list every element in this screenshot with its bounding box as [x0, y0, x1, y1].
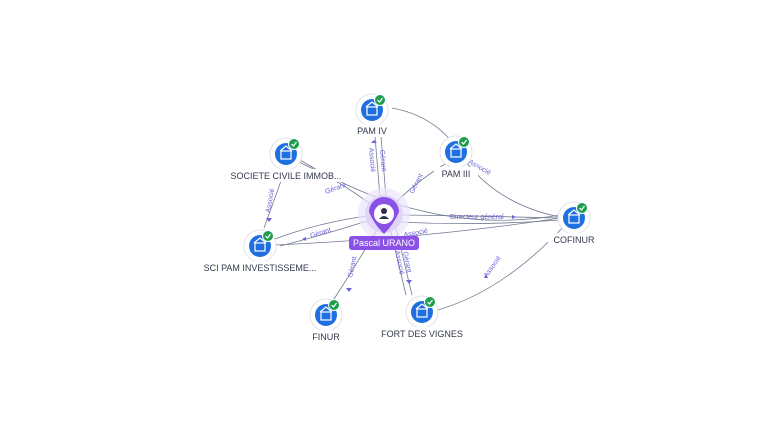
- edge-label-fort-associe: Associé: [393, 250, 405, 276]
- company-node-finur[interactable]: FINUR: [308, 298, 344, 343]
- company-node-fort[interactable]: FORT DES VIGNES: [378, 295, 466, 340]
- verified-check-icon: [374, 94, 386, 106]
- edge-label-pam4-associe: Associé: [367, 148, 376, 173]
- edge-label-sci-immob-associe: Associé: [265, 188, 276, 213]
- building-icon: [319, 306, 333, 321]
- edge-label-pam3-gerant: Gérant: [409, 173, 425, 195]
- company-label: FINUR: [312, 332, 340, 342]
- person-label: Pascal URANO: [353, 238, 415, 248]
- company-label: COFINUR: [554, 235, 595, 245]
- company-node-pam4[interactable]: PAM IV: [352, 93, 392, 137]
- company-node-cofinur[interactable]: COFINUR: [548, 201, 600, 246]
- company-node-sci-pam[interactable]: SCI PAM INVESTISSEME...: [198, 229, 322, 274]
- edge-label-fort-gerant: Gérant: [401, 251, 412, 273]
- arrow-fort: [406, 280, 412, 284]
- verified-check-icon: [576, 202, 588, 214]
- company-label: PAM IV: [357, 126, 387, 136]
- person-node[interactable]: Pascal URANO: [349, 188, 419, 250]
- edge-sci-pam-cofinur: [274, 217, 561, 246]
- company-label: FORT DES VIGNES: [381, 329, 463, 339]
- arrow-cofinur-1: [512, 215, 516, 219]
- building-icon: [253, 237, 267, 252]
- edge-person-sci-immob: [289, 157, 375, 208]
- arrow-sci-pam: [302, 237, 306, 241]
- building-icon: [365, 101, 379, 116]
- building-icon: [279, 145, 293, 160]
- verified-check-icon: [262, 230, 274, 242]
- company-node-pam3[interactable]: PAM III: [434, 135, 478, 180]
- edge-pam4-pam3: [391, 107, 453, 143]
- company-label: SOCIETE CIVILE IMMOB...: [230, 171, 341, 181]
- edge-label-cofinur-directeur: Directeur général: [450, 214, 504, 221]
- edge-label-sci-immob-gerant: Gérant: [324, 182, 347, 196]
- verified-check-icon: [328, 299, 340, 311]
- building-icon: [449, 143, 463, 158]
- arrow-pam4: [371, 140, 377, 143]
- verified-check-icon: [424, 296, 436, 308]
- edge-label-sci-pam-gerant: Gérant: [309, 227, 332, 240]
- building-icon: [415, 303, 429, 318]
- edges: [263, 107, 566, 313]
- company-label: PAM III: [442, 169, 471, 179]
- verified-check-icon: [458, 136, 470, 148]
- edge-person-cofinur-b: [397, 219, 561, 224]
- arrow-sci-immob: [266, 218, 272, 222]
- person-icon: [379, 208, 389, 219]
- edge-label-cofinur-associe: Associé: [403, 228, 428, 239]
- building-icon: [567, 209, 581, 224]
- edge-fort-cofinur: [429, 224, 566, 313]
- edge-label-finur-gerant: Gérant: [347, 256, 358, 278]
- verified-check-icon: [288, 138, 300, 150]
- company-node-sci-immob[interactable]: SOCIETE CIVILE IMMOB...: [224, 137, 348, 182]
- edge-label-pam4-gerant: Gérant: [378, 150, 387, 172]
- arrow-finur: [346, 288, 352, 292]
- company-label: SCI PAM INVESTISSEME...: [204, 263, 317, 273]
- arrow-cofinur-2: [484, 274, 488, 278]
